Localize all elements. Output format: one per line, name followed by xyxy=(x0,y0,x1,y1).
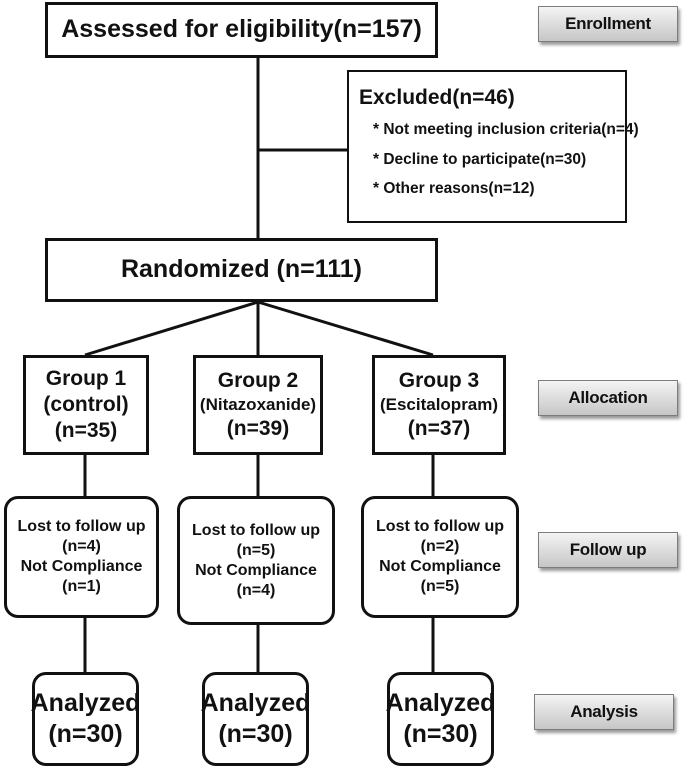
group2-lost-n: (n=5) xyxy=(236,541,276,559)
group3-followup-box: Lost to follow up (n=2) Not Compliance (… xyxy=(361,496,519,618)
group3-analysis-box: Analyzed (n=30) xyxy=(385,672,496,766)
excluded-box: Excluded(n=46) * Not meeting inclusion c… xyxy=(347,70,639,223)
excluded-reason-declined: * Decline to participate(n=30) xyxy=(373,150,587,168)
randomized-box: Randomized (n=111) xyxy=(45,238,438,302)
group2-n: (n=39) xyxy=(226,416,290,440)
excluded-title: Excluded(n=46) xyxy=(359,86,515,109)
group1-lost-label: Lost to follow up xyxy=(17,518,146,535)
group1-n: (n=35) xyxy=(54,419,118,443)
group3-lost-label: Lost to follow up xyxy=(376,518,504,535)
stage-label-follow-up: Follow up xyxy=(538,532,678,568)
group1-drug: (control) xyxy=(43,392,129,416)
connector-randomized-group1 xyxy=(84,300,259,357)
group1-name: Group 1 xyxy=(45,366,127,390)
group2-name: Group 2 xyxy=(217,369,299,393)
group2-lost-label: Lost to follow up xyxy=(192,521,320,539)
excluded-reason-other: * Other reasons(n=12) xyxy=(373,180,535,198)
stage-label-allocation: Allocation xyxy=(538,380,678,416)
stage-label-enrollment: Enrollment xyxy=(538,6,678,42)
group3-lost-n: (n=2) xyxy=(420,538,460,555)
connector-randomized-group3 xyxy=(257,300,434,357)
group1-followup-box: Lost to follow up (n=4) Not Compliance (… xyxy=(4,496,159,618)
group1-analysis-box: Analyzed (n=30) xyxy=(30,672,141,766)
group3-analyzed-label: Analyzed xyxy=(385,688,496,717)
assessed-text: Assessed for eligibility(n=157) xyxy=(61,15,422,44)
group3-drug: (Escitalopram) xyxy=(379,395,499,415)
group3-analyzed-n: (n=30) xyxy=(403,720,478,748)
excluded-reason-criteria: * Not meeting inclusion criteria(n=4) xyxy=(373,121,639,139)
group1-allocation-box: Group 1 (control) (n=35) xyxy=(23,355,149,455)
group3-name: Group 3 xyxy=(398,369,480,393)
assessed-box: Assessed for eligibility(n=157) xyxy=(45,2,438,58)
group3-noncomp-n: (n=5) xyxy=(420,578,460,595)
group2-analysis-box: Analyzed (n=30) xyxy=(200,672,311,766)
group2-noncomp-n: (n=4) xyxy=(236,581,276,599)
group2-analyzed-label: Analyzed xyxy=(200,688,311,717)
group2-allocation-box: Group 2 (Nitazoxanide) (n=39) xyxy=(193,355,323,455)
stage-label-analysis: Analysis xyxy=(534,694,674,730)
group1-analyzed-label: Analyzed xyxy=(30,688,141,717)
randomized-text: Randomized (n=111) xyxy=(120,255,363,284)
group1-analyzed-n: (n=30) xyxy=(48,720,123,748)
group1-noncomp-label: Not Compliance xyxy=(20,558,143,575)
group1-noncomp-n: (n=1) xyxy=(62,578,101,595)
group2-analyzed-n: (n=30) xyxy=(218,720,293,748)
group2-followup-box: Lost to follow up (n=5) Not Compliance (… xyxy=(177,496,335,625)
group2-noncomp-label: Not Compliance xyxy=(195,561,317,579)
group3-allocation-box: Group 3 (Escitalopram) (n=37) xyxy=(372,355,506,455)
group3-n: (n=37) xyxy=(407,416,471,440)
group1-lost-n: (n=4) xyxy=(62,538,101,555)
group3-noncomp-label: Not Compliance xyxy=(379,558,501,575)
group2-drug: (Nitazoxanide) xyxy=(199,395,317,415)
